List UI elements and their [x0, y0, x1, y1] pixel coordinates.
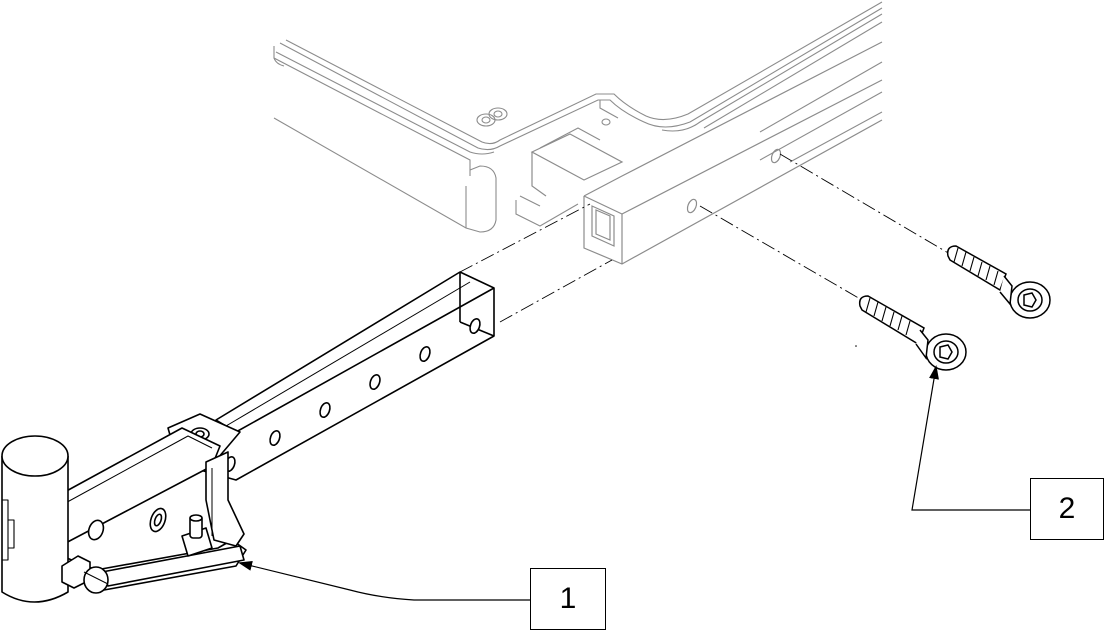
leader-line-1	[238, 561, 530, 601]
leader-line-2	[911, 365, 1030, 511]
callout-2-label: 2	[1058, 492, 1076, 525]
callout-2: 2	[1030, 478, 1104, 540]
alignment-lines	[459, 153, 951, 323]
speck	[855, 345, 857, 347]
socket-head-screw-lower	[858, 295, 967, 371]
seat-frame-ghost	[273, 1, 883, 233]
callout-1-label: 1	[559, 582, 577, 615]
receiver-tube-ghost	[530, 41, 883, 265]
callout-1: 1	[530, 568, 606, 630]
socket-head-screw-upper	[946, 245, 1051, 319]
extension-tube-part	[1, 271, 495, 603]
leader-lines	[238, 365, 1030, 601]
